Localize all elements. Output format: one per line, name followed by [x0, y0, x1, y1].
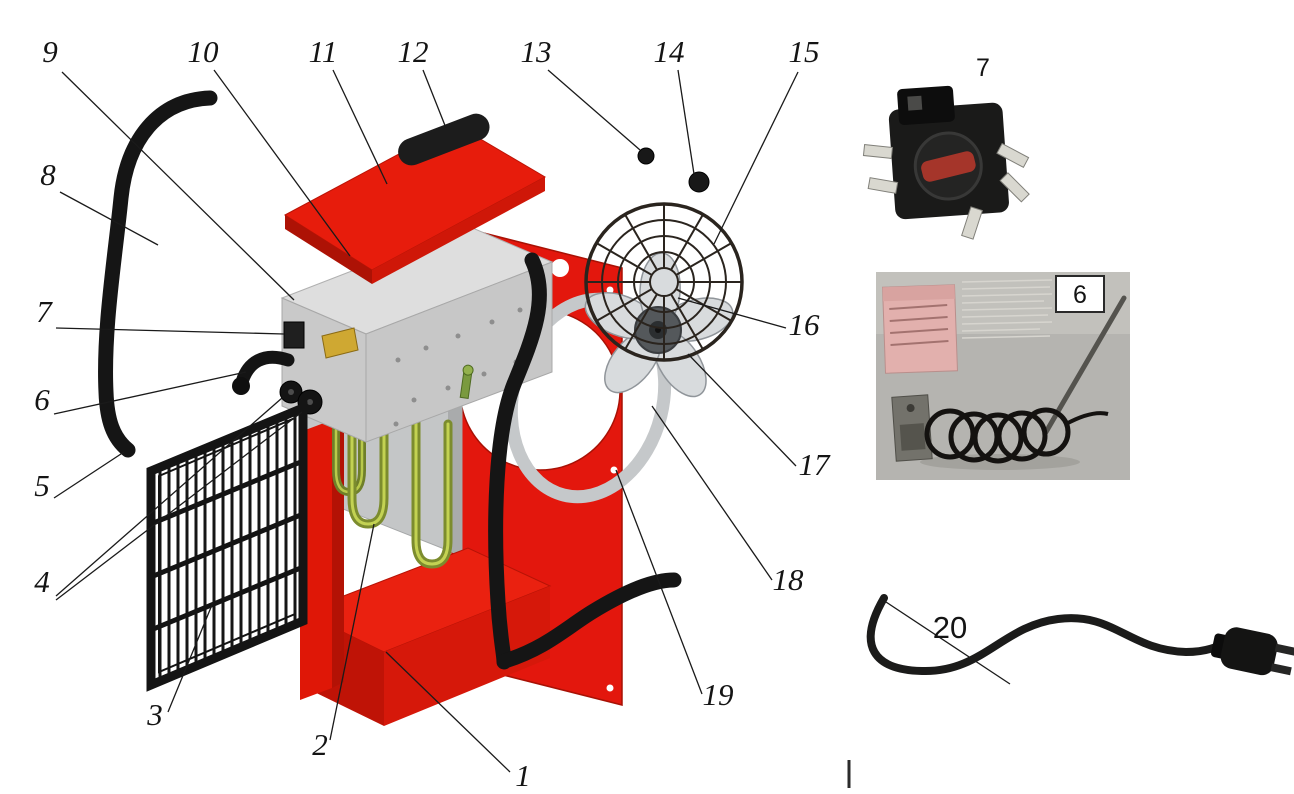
callout-6-label: 6: [34, 382, 50, 417]
thermostat-body: [321, 327, 359, 359]
callout-14-label: 14: [654, 34, 685, 69]
callout-10-label: 10: [188, 34, 220, 69]
callout-9: 9: [42, 34, 295, 301]
callout-17: 17: [687, 353, 832, 482]
callout-5-label: 5: [34, 468, 50, 503]
callout-1-label: 1: [515, 758, 531, 793]
thermostat-bracket: [891, 394, 933, 462]
capillary-elbow: [232, 350, 295, 395]
callout-1: 1: [385, 651, 531, 793]
callout-12-label: 12: [398, 34, 429, 69]
capillary-coil: [924, 407, 1109, 464]
callout-2-label: 2: [312, 727, 328, 762]
callout-19-label: 19: [703, 677, 734, 712]
callout-7-label: 7: [36, 294, 53, 329]
inset-switch-label: 7: [976, 54, 990, 82]
callout-8-label: 8: [40, 157, 56, 192]
carry-grip: [398, 113, 490, 166]
leader-line-19: [615, 469, 703, 695]
power-plug: [1211, 627, 1294, 676]
callout-13: 13: [521, 34, 641, 151]
callout-11: 11: [309, 34, 388, 185]
leader-line-7: [55, 327, 285, 335]
front-grille: [146, 401, 308, 692]
callout-4-label: 4: [34, 564, 50, 599]
callout-6: 6: [34, 371, 247, 417]
leader-line-1: [385, 651, 511, 773]
right-handle-lower: [497, 572, 682, 669]
control-box: [279, 225, 554, 443]
leader-line-15: [713, 71, 799, 245]
fan-guard: [584, 202, 744, 362]
callout-16: 16: [677, 297, 821, 342]
inset-cord-photo: 20: [866, 594, 1294, 685]
grille-rows: [150, 458, 304, 633]
right-handle-upper: [488, 252, 547, 670]
leader-line-13: [547, 69, 641, 151]
power-cord-cable: [866, 594, 1232, 676]
nut-13: [637, 147, 655, 165]
callout-9-label: 9: [42, 34, 58, 69]
panel-hole: [551, 259, 569, 277]
callout-13-label: 13: [521, 34, 552, 69]
leader-line-6: [53, 371, 247, 415]
panel-switch: [283, 321, 305, 349]
leader-line-11: [332, 69, 388, 185]
callout-16-label: 16: [789, 307, 821, 342]
leader-line-16: [677, 297, 787, 329]
callout-5: 5: [34, 451, 125, 503]
pen: [1043, 295, 1127, 435]
callout-4: 4: [34, 397, 303, 601]
thermostat-fine-print: [961, 279, 1053, 339]
switch-knob: [921, 151, 976, 182]
callout-12: 12: [398, 34, 447, 129]
callout-3-label: 3: [146, 697, 163, 732]
thermostat-pink-label: [882, 284, 958, 374]
nut-14: [688, 171, 710, 193]
callout-8: 8: [40, 157, 159, 246]
callout-18: 18: [651, 405, 805, 597]
leader-line-4a: [55, 397, 283, 597]
thermostat-label-box: 6: [1055, 275, 1105, 313]
callout-3: 3: [146, 599, 215, 732]
leader-line-18: [651, 405, 773, 581]
callout-19: 19: [615, 469, 734, 712]
callout-7: 7: [36, 294, 285, 335]
inset-thermostat-label: 6: [1073, 281, 1087, 309]
leader-line-5: [53, 451, 125, 499]
inset-cord-label: 20: [933, 610, 967, 645]
callout-10: 10: [188, 34, 351, 257]
inset-switch-photo: 7: [862, 54, 1030, 240]
heater-exploded-view: [98, 90, 744, 726]
leader-line-20: [885, 601, 1011, 685]
callout-18-label: 18: [773, 562, 805, 597]
leader-line-9: [61, 71, 295, 301]
top-cover: [284, 113, 547, 284]
leader-line-14: [677, 69, 695, 175]
left-handle: [98, 90, 218, 458]
callout-11-label: 11: [309, 34, 338, 69]
leader-line-4b: [55, 411, 303, 601]
switch-terminals: [862, 142, 1030, 240]
leader-line-10: [213, 69, 351, 257]
fan-guard-spokes: [586, 204, 742, 360]
leader-line-3: [167, 599, 215, 713]
inset-thermostat-photo: 6: [876, 272, 1130, 480]
callout-2: 2: [312, 523, 375, 762]
callouts: 9 10 11 12 13 14 15 8: [34, 34, 831, 793]
leader-line-17: [687, 353, 797, 467]
standoff: [459, 364, 474, 399]
leader-line-2: [329, 523, 375, 741]
callout-17-label: 17: [799, 447, 832, 482]
leader-line-8: [59, 191, 159, 246]
callout-15: 15: [713, 34, 820, 245]
leader-line-12: [422, 69, 447, 129]
callout-15-label: 15: [789, 34, 820, 69]
callout-14: 14: [654, 34, 695, 175]
